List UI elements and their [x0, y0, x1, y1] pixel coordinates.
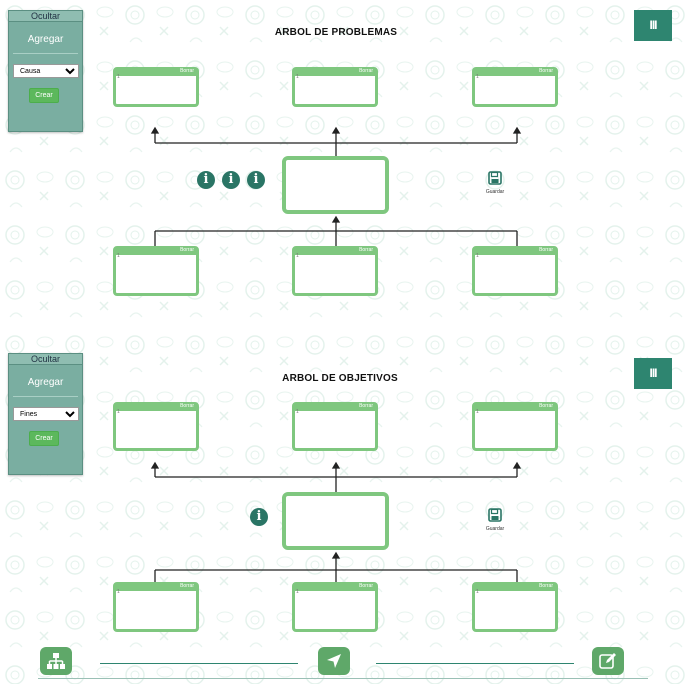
add-panel-title: Agregar [13, 365, 78, 397]
central-problem-card[interactable] [282, 156, 389, 214]
delete-card-button[interactable]: Borrar [180, 403, 194, 409]
nav-divider [100, 663, 298, 664]
delete-card-button[interactable]: Borrar [359, 247, 373, 253]
card-header [116, 405, 196, 411]
end-card[interactable]: Borrar 1 [113, 402, 199, 451]
card-number: 1 [476, 74, 479, 80]
card-header [116, 585, 196, 591]
card-header [295, 405, 375, 411]
org-chart-button[interactable] [40, 647, 72, 675]
page-title: ARBOL DE OBJETIVOS [282, 373, 398, 384]
effect-card[interactable]: Borrar 1 [472, 67, 558, 107]
means-card[interactable]: Borrar 1 [292, 582, 378, 632]
effect-card[interactable]: Borrar 1 [113, 67, 199, 107]
end-card[interactable]: Borrar 1 [292, 402, 378, 451]
end-card[interactable]: Borrar 1 [472, 402, 558, 451]
info-circle-icon[interactable]: i [222, 171, 240, 189]
card-number: 1 [296, 589, 299, 595]
effect-card[interactable]: Borrar 1 [292, 67, 378, 107]
central-objective-card[interactable] [282, 492, 389, 550]
nav-baseline [38, 678, 648, 679]
sitemap-icon [47, 653, 65, 669]
delete-card-button[interactable]: Borrar [180, 583, 194, 589]
delete-card-button[interactable]: Borrar [180, 68, 194, 74]
edit-button[interactable] [592, 647, 624, 675]
problem-tree-section: Ocultar Agregar Causa Crear III ARBOL DE… [0, 0, 685, 335]
nav-divider [376, 663, 574, 664]
card-number: 1 [117, 253, 120, 259]
card-number: 1 [117, 74, 120, 80]
info-circle-icon[interactable]: i [197, 171, 215, 189]
delete-card-button[interactable]: Borrar [359, 403, 373, 409]
location-arrow-icon [327, 654, 341, 668]
save-label: Guardar [485, 189, 505, 195]
card-number: 1 [117, 589, 120, 595]
cause-card[interactable]: Borrar 1 [472, 246, 558, 296]
node-type-select[interactable]: Fines [13, 407, 79, 421]
delete-card-button[interactable]: Borrar [539, 247, 553, 253]
create-button[interactable]: Crear [29, 88, 59, 103]
save-button[interactable]: Guardar [480, 508, 510, 532]
edit-icon [599, 653, 616, 669]
means-card[interactable]: Borrar 1 [472, 582, 558, 632]
menu-button[interactable]: III [634, 358, 672, 389]
cause-card[interactable]: Borrar 1 [292, 246, 378, 296]
means-card[interactable]: Borrar 1 [113, 582, 199, 632]
delete-card-button[interactable]: Borrar [359, 68, 373, 74]
card-header [475, 249, 555, 255]
bottom-navigation [0, 642, 685, 684]
card-header [475, 405, 555, 411]
hide-panel-button[interactable]: Ocultar [9, 354, 82, 365]
save-label: Guardar [485, 526, 505, 532]
info-circle-icon[interactable]: i [250, 508, 268, 526]
create-button[interactable]: Crear [29, 431, 59, 446]
card-header [116, 70, 196, 76]
info-circle-icon[interactable]: i [247, 171, 265, 189]
add-node-panel: Ocultar Agregar Fines Crear [8, 353, 83, 475]
card-header [116, 249, 196, 255]
add-node-panel: Ocultar Agregar Causa Crear [8, 10, 83, 132]
card-header [295, 585, 375, 591]
card-header [295, 249, 375, 255]
card-number: 1 [476, 589, 479, 595]
add-panel-title: Agregar [13, 22, 78, 54]
card-number: 1 [476, 253, 479, 259]
card-number: 1 [296, 409, 299, 415]
navigate-button[interactable] [318, 647, 350, 675]
card-number: 1 [296, 74, 299, 80]
floppy-disk-icon [488, 171, 502, 185]
delete-card-button[interactable]: Borrar [180, 247, 194, 253]
delete-card-button[interactable]: Borrar [539, 68, 553, 74]
delete-card-button[interactable]: Borrar [539, 583, 553, 589]
menu-button[interactable]: III [634, 10, 672, 41]
card-number: 1 [296, 253, 299, 259]
save-button[interactable]: Guardar [480, 171, 510, 195]
page-title: ARBOL DE PROBLEMAS [274, 27, 398, 38]
delete-card-button[interactable]: Borrar [359, 583, 373, 589]
card-header [475, 585, 555, 591]
hide-panel-button[interactable]: Ocultar [9, 11, 82, 22]
cause-card[interactable]: Borrar 1 [113, 246, 199, 296]
card-header [295, 70, 375, 76]
card-header [475, 70, 555, 76]
card-number: 1 [476, 409, 479, 415]
card-number: 1 [117, 409, 120, 415]
delete-card-button[interactable]: Borrar [539, 403, 553, 409]
floppy-disk-icon [488, 508, 502, 522]
node-type-select[interactable]: Causa [13, 64, 79, 78]
objective-tree-section: Ocultar Agregar Fines Crear III ARBOL DE… [0, 350, 685, 640]
